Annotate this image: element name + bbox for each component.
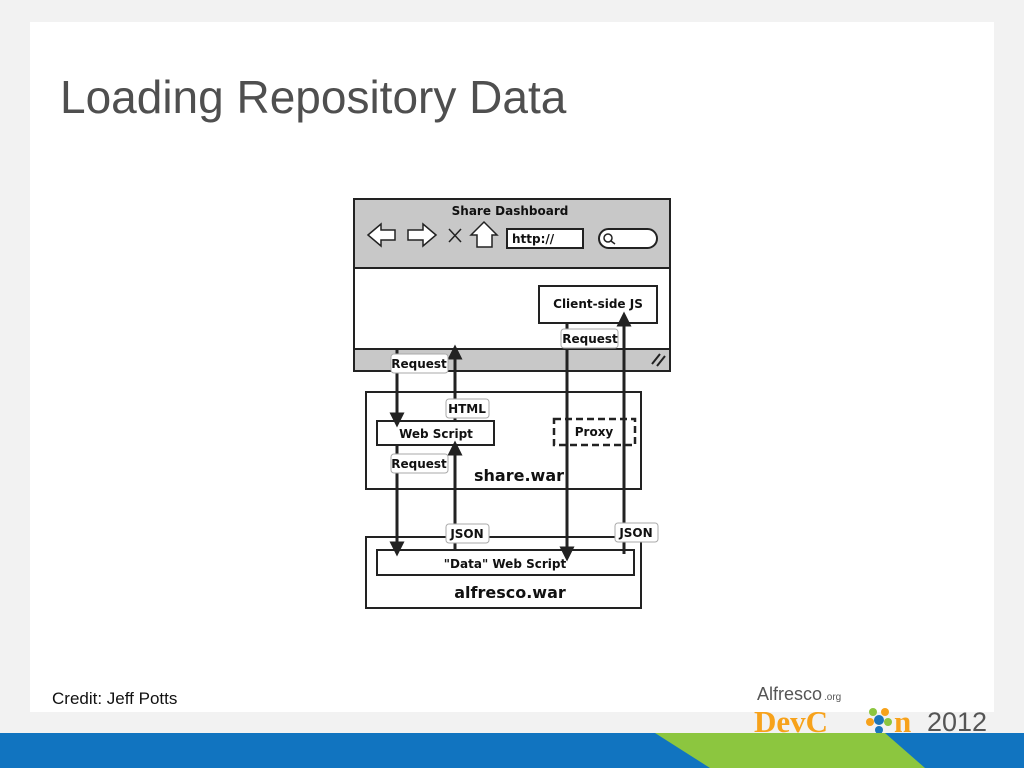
alfresco-war-label: alfresco.war (454, 583, 566, 602)
architecture-diagram: Share Dashboard http:// Client-side JS W… (353, 198, 671, 609)
logo-year-text: 2012 (927, 707, 987, 737)
credit-text: Credit: Jeff Potts (52, 689, 178, 708)
alfresco-flower-icon (866, 708, 892, 734)
data-web-script-label: "Data" Web Script (444, 557, 567, 571)
share-war-container: Web Script Proxy share.war (365, 391, 642, 490)
url-text: http:// (512, 232, 555, 246)
close-icon[interactable] (448, 228, 462, 243)
logo-org-text: .org (824, 692, 841, 703)
alfresco-war-container: "Data" Web Script alfresco.war (365, 536, 642, 609)
search-icon (603, 233, 616, 245)
logo-alfresco-text: Alfresco (757, 684, 822, 704)
devcon-logo: Alfresco .org DevC n 2012 (754, 684, 987, 739)
slide-title: Loading Repository Data (60, 71, 567, 123)
request-label-share: Request (391, 457, 447, 471)
url-bar[interactable] (506, 228, 584, 249)
browser-title: Share Dashboard (452, 204, 569, 218)
client-js-label: Client-side JS (553, 297, 643, 311)
logo-devcon-text-end: n (894, 704, 911, 739)
proxy-label: Proxy (575, 425, 614, 439)
flow-labels: Request Request HTML Request JSON JSON (390, 328, 659, 544)
html-label: HTML (448, 402, 486, 416)
home-icon[interactable] (469, 220, 499, 248)
request-label-browser: Request (391, 357, 447, 371)
forward-arrow-icon[interactable] (407, 222, 438, 248)
search-box[interactable] (598, 228, 658, 249)
client-js-box (538, 285, 658, 324)
share-war-label: share.war (474, 466, 564, 485)
footer-band (0, 733, 1024, 768)
request-label-client: Request (562, 332, 618, 346)
data-web-script-box (376, 549, 635, 576)
web-script-label: Web Script (399, 427, 473, 441)
json-label-left: JSON (449, 527, 483, 541)
resize-grip-icon (651, 353, 666, 367)
back-arrow-icon[interactable] (366, 222, 396, 248)
json-label-right: JSON (618, 526, 652, 540)
footer-green-band (655, 733, 925, 768)
